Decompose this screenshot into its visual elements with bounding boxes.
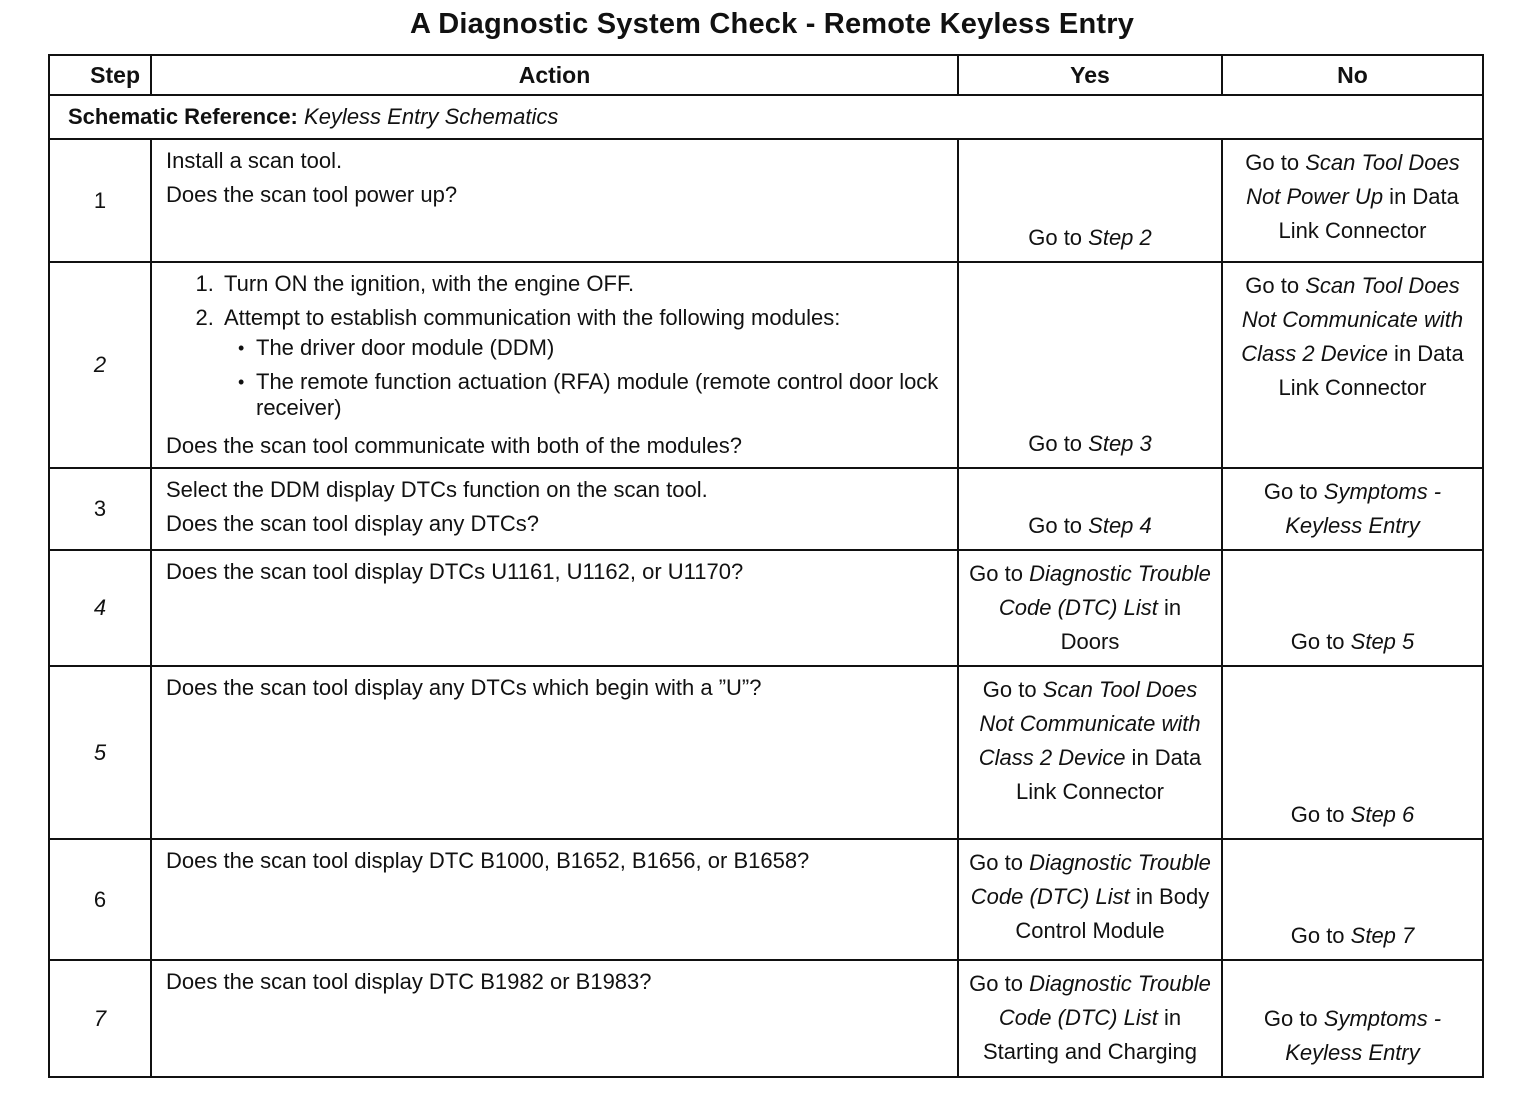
link-text[interactable]: Scan Tool Does Not Communicate with Clas… <box>1241 273 1464 366</box>
action-cell: Turn ON the ignition, with the engine OF… <box>150 261 959 469</box>
action-cell: Install a scan tool. Does the scan tool p… <box>150 138 959 263</box>
link-text[interactable]: Symptoms - Keyless Entry <box>1285 479 1442 538</box>
schematic-link[interactable]: Keyless Entry Schematics <box>304 104 559 129</box>
action-line: Does the scan tool display any DTCs whic… <box>166 675 762 700</box>
step-row: 1 Install a scan tool. Does the scan tool … <box>48 138 1484 263</box>
link-text[interactable]: Step 2 <box>1088 225 1152 250</box>
yes-cell: Go to Step 2 <box>957 138 1223 263</box>
link-text[interactable]: Diagnostic Trouble Code (DTC) List <box>998 971 1211 1030</box>
diagnostic-table: Step Action Yes No Schematic Reference: … <box>48 54 1484 1078</box>
no-cell: Go to Step 5 <box>1221 549 1484 667</box>
step-number: 7 <box>48 959 152 1078</box>
no-cell: Go to Scan Tool Does Not Power Up in Dat… <box>1221 138 1484 263</box>
plain-text: in Data Link Connector <box>1278 184 1459 243</box>
plain-text: Go to <box>1028 431 1089 456</box>
plain-text: in Data Link Connector <box>1016 745 1202 804</box>
action-line: Does the scan tool display DTCs U1161, U… <box>166 559 744 584</box>
link-text[interactable]: Diagnostic Trouble Code (DTC) List <box>998 561 1211 620</box>
link-text[interactable]: Scan Tool Does Not Power Up <box>1246 150 1460 209</box>
link-text[interactable]: Step 6 <box>1350 802 1415 827</box>
schematic-row: Schematic Reference: Keyless Entry Schem… <box>48 94 1484 140</box>
plain-text: Go to <box>969 850 1030 875</box>
link-text[interactable]: Diagnostic Trouble Code (DTC) List <box>970 850 1211 909</box>
action-cell: Does the scan tool display DTC B1000, B1… <box>150 838 959 961</box>
schematic-reference: Schematic Reference: Keyless Entry Schem… <box>48 94 1484 140</box>
action-cell: Select the DDM display DTCs function on … <box>150 467 959 551</box>
plain-text: in Body Control Module <box>1015 884 1210 943</box>
link-text[interactable]: Step 7 <box>1350 923 1415 948</box>
yes-cell: Go to Step 3 <box>957 261 1223 469</box>
link-text[interactable]: Step 4 <box>1088 513 1152 538</box>
plain-text: Go to <box>1028 225 1089 250</box>
plain-text: Go to <box>982 677 1043 702</box>
yes-cell: Go to Scan Tool Does Not Communicate wit… <box>957 665 1223 840</box>
header-row: Step Action Yes No <box>48 54 1484 96</box>
action-cell: Does the scan tool display DTCs U1161, U… <box>150 549 959 667</box>
plain-text: Go to <box>1263 479 1324 504</box>
step-number: 6 <box>48 838 152 961</box>
plain-text: Go to <box>1290 923 1351 948</box>
step-row: 5 Does the scan tool display any DTCs whi… <box>48 665 1484 840</box>
action-line: Install a scan tool. <box>166 148 343 173</box>
header-step: Step <box>48 54 152 96</box>
step-number: 1 <box>48 138 152 263</box>
action-step-item: Turn ON the ignition, with the engine OF… <box>220 267 943 301</box>
plain-text: Go to <box>1290 802 1351 827</box>
plain-text: in Doors <box>1060 595 1182 654</box>
yes-cell: Go to Diagnostic Trouble Code (DTC) List… <box>957 838 1223 961</box>
step-row: 6 Does the scan tool display DTC B1000, B… <box>48 838 1484 961</box>
yes-cell: Go to Diagnostic Trouble Code (DTC) List… <box>957 549 1223 667</box>
action-line: Does the scan tool display DTC B1000, B1… <box>166 848 810 873</box>
action-step-item: Attempt to establish communication with … <box>220 301 943 335</box>
module-list: The driver door module (DDM) The remote f… <box>166 335 943 421</box>
schematic-label: Schematic Reference: <box>68 104 298 129</box>
link-text[interactable]: Step 5 <box>1350 629 1415 654</box>
step-number: 4 <box>48 549 152 667</box>
action-cell: Does the scan tool display any DTCs whic… <box>150 665 959 840</box>
yes-cell: Go to Diagnostic Trouble Code (DTC) List… <box>957 959 1223 1078</box>
step-row: 2 Turn ON the ignition, with the engine O… <box>48 261 1484 469</box>
link-text[interactable]: Step 3 <box>1088 431 1152 456</box>
no-cell: Go to Symptoms - Keyless Entry <box>1221 467 1484 551</box>
action-line: Select the DDM display DTCs function on … <box>166 477 708 502</box>
plain-text: Go to <box>969 561 1030 586</box>
no-cell: Go to Symptoms - Keyless Entry <box>1221 959 1484 1078</box>
plain-text: Go to <box>1245 150 1306 175</box>
action-question: Does the scan tool communicate with both… <box>166 433 742 458</box>
step-number: 2 <box>48 261 152 469</box>
header-no: No <box>1221 54 1484 96</box>
step-row: 7 Does the scan tool display DTC B1982 or… <box>48 959 1484 1078</box>
step-number: 5 <box>48 665 152 840</box>
action-cell: Does the scan tool display DTC B1982 or … <box>150 959 959 1078</box>
no-cell: Go to Step 7 <box>1221 838 1484 961</box>
yes-cell: Go to Step 4 <box>957 467 1223 551</box>
plain-text: in Starting and Charging <box>982 1005 1198 1064</box>
module-item: The driver door module (DDM) <box>220 335 943 361</box>
module-item: The remote function actuation (RFA) modu… <box>220 369 943 421</box>
plain-text: Go to <box>1290 629 1351 654</box>
step-row: 3 Select the DDM display DTCs function on… <box>48 467 1484 551</box>
action-line: Does the scan tool display DTC B1982 or … <box>166 969 652 994</box>
action-line: Does the scan tool power up? <box>166 182 458 207</box>
plain-text: Go to <box>1263 1006 1324 1031</box>
plain-text: Go to <box>969 971 1030 996</box>
step-number: 3 <box>48 467 152 551</box>
no-cell: Go to Scan Tool Does Not Communicate wit… <box>1221 261 1484 469</box>
plain-text: Go to <box>1028 513 1089 538</box>
step-row: 4 Does the scan tool display DTCs U1161, … <box>48 549 1484 667</box>
header-yes: Yes <box>957 54 1223 96</box>
action-line: Does the scan tool display any DTCs? <box>166 511 539 536</box>
link-text[interactable]: Scan Tool Does Not Communicate with Clas… <box>978 677 1201 770</box>
header-action: Action <box>150 54 959 96</box>
page-title: A Diagnostic System Check - Remote Keyle… <box>409 8 1135 40</box>
plain-text: Go to <box>1245 273 1306 298</box>
action-steps-list: Turn ON the ignition, with the engine OF… <box>166 267 943 335</box>
no-cell: Go to Step 6 <box>1221 665 1484 840</box>
link-text[interactable]: Symptoms - Keyless Entry <box>1285 1006 1442 1065</box>
plain-text: in Data Link Connector <box>1278 341 1464 400</box>
